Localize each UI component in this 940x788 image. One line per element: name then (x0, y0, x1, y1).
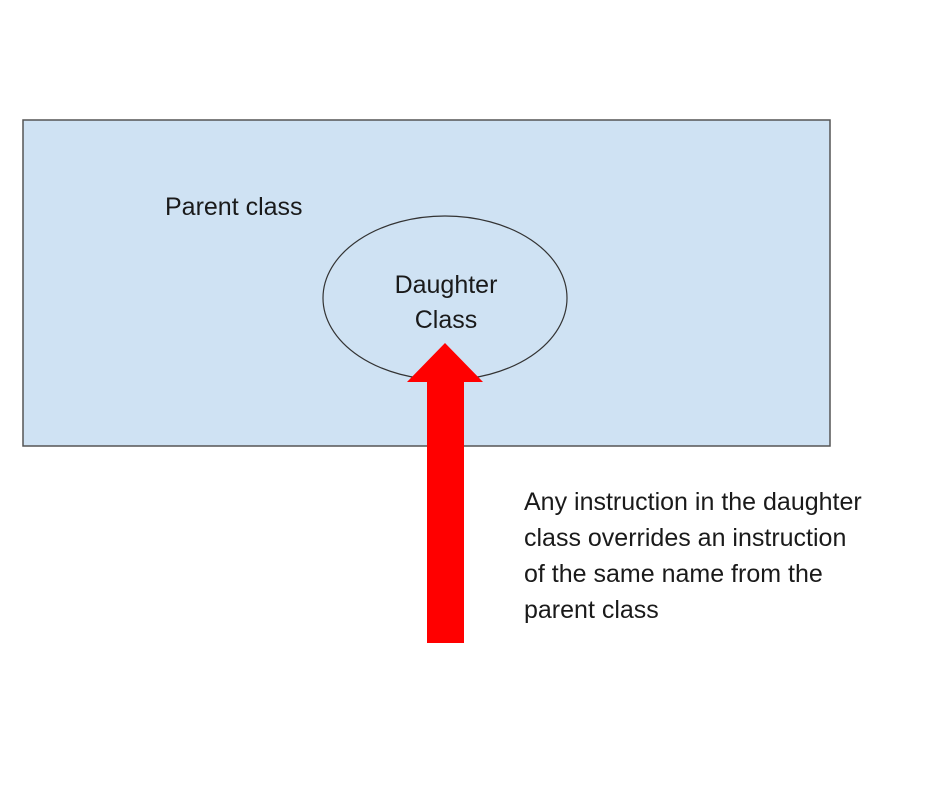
override-note-line: parent class (524, 596, 659, 624)
override-note-line: of the same name from the (524, 560, 823, 588)
daughter-class-label-line: Daughter (394, 271, 498, 299)
override-note: Any instruction in the daughter class ov… (524, 484, 934, 628)
up-arrow-icon (407, 343, 483, 643)
parent-class-label: Parent class (165, 193, 303, 221)
daughter-class-label: Daughter Class (346, 268, 546, 338)
override-note-line: Any instruction in the daughter (524, 488, 862, 516)
override-note-line: class overrides an instruction (524, 524, 847, 552)
daughter-class-label-line: Class (414, 306, 478, 334)
